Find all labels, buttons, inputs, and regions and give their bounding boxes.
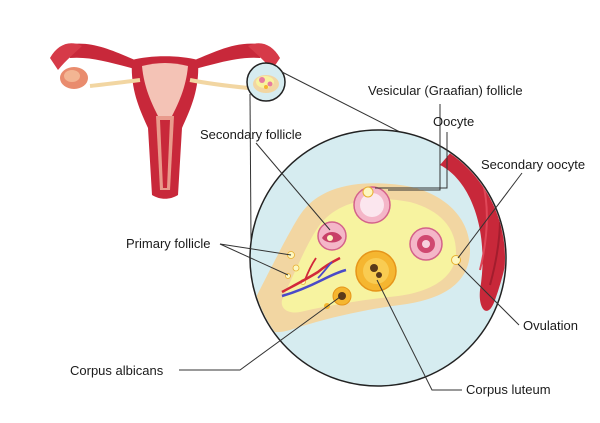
leader-lines xyxy=(179,104,523,391)
graafian-follicle xyxy=(353,186,391,224)
secondary-follicle xyxy=(317,221,347,251)
blood-vessels xyxy=(281,256,347,298)
label-primary-follicle: Primary follicle xyxy=(126,236,211,251)
label-ovulation: Ovulation xyxy=(523,318,578,333)
label-graafian-follicle: Vesicular (Graafian) follicle xyxy=(368,83,523,98)
corpus-luteum xyxy=(355,250,397,292)
ovary-zoom-source xyxy=(246,62,286,102)
label-corpus-luteum: Corpus luteum xyxy=(466,382,551,397)
label-secondary-follicle: Secondary follicle xyxy=(200,127,302,142)
label-corpus-albicans: Corpus albicans xyxy=(70,363,164,378)
follicles xyxy=(281,186,461,309)
ovulating-follicle xyxy=(409,227,443,261)
label-oocyte: Oocyte xyxy=(433,114,474,129)
label-secondary-oocyte: Secondary oocyte xyxy=(481,157,585,172)
uterus-illustration xyxy=(50,43,280,199)
labels: Vesicular (Graafian) follicle Oocyte Sec… xyxy=(70,83,585,397)
